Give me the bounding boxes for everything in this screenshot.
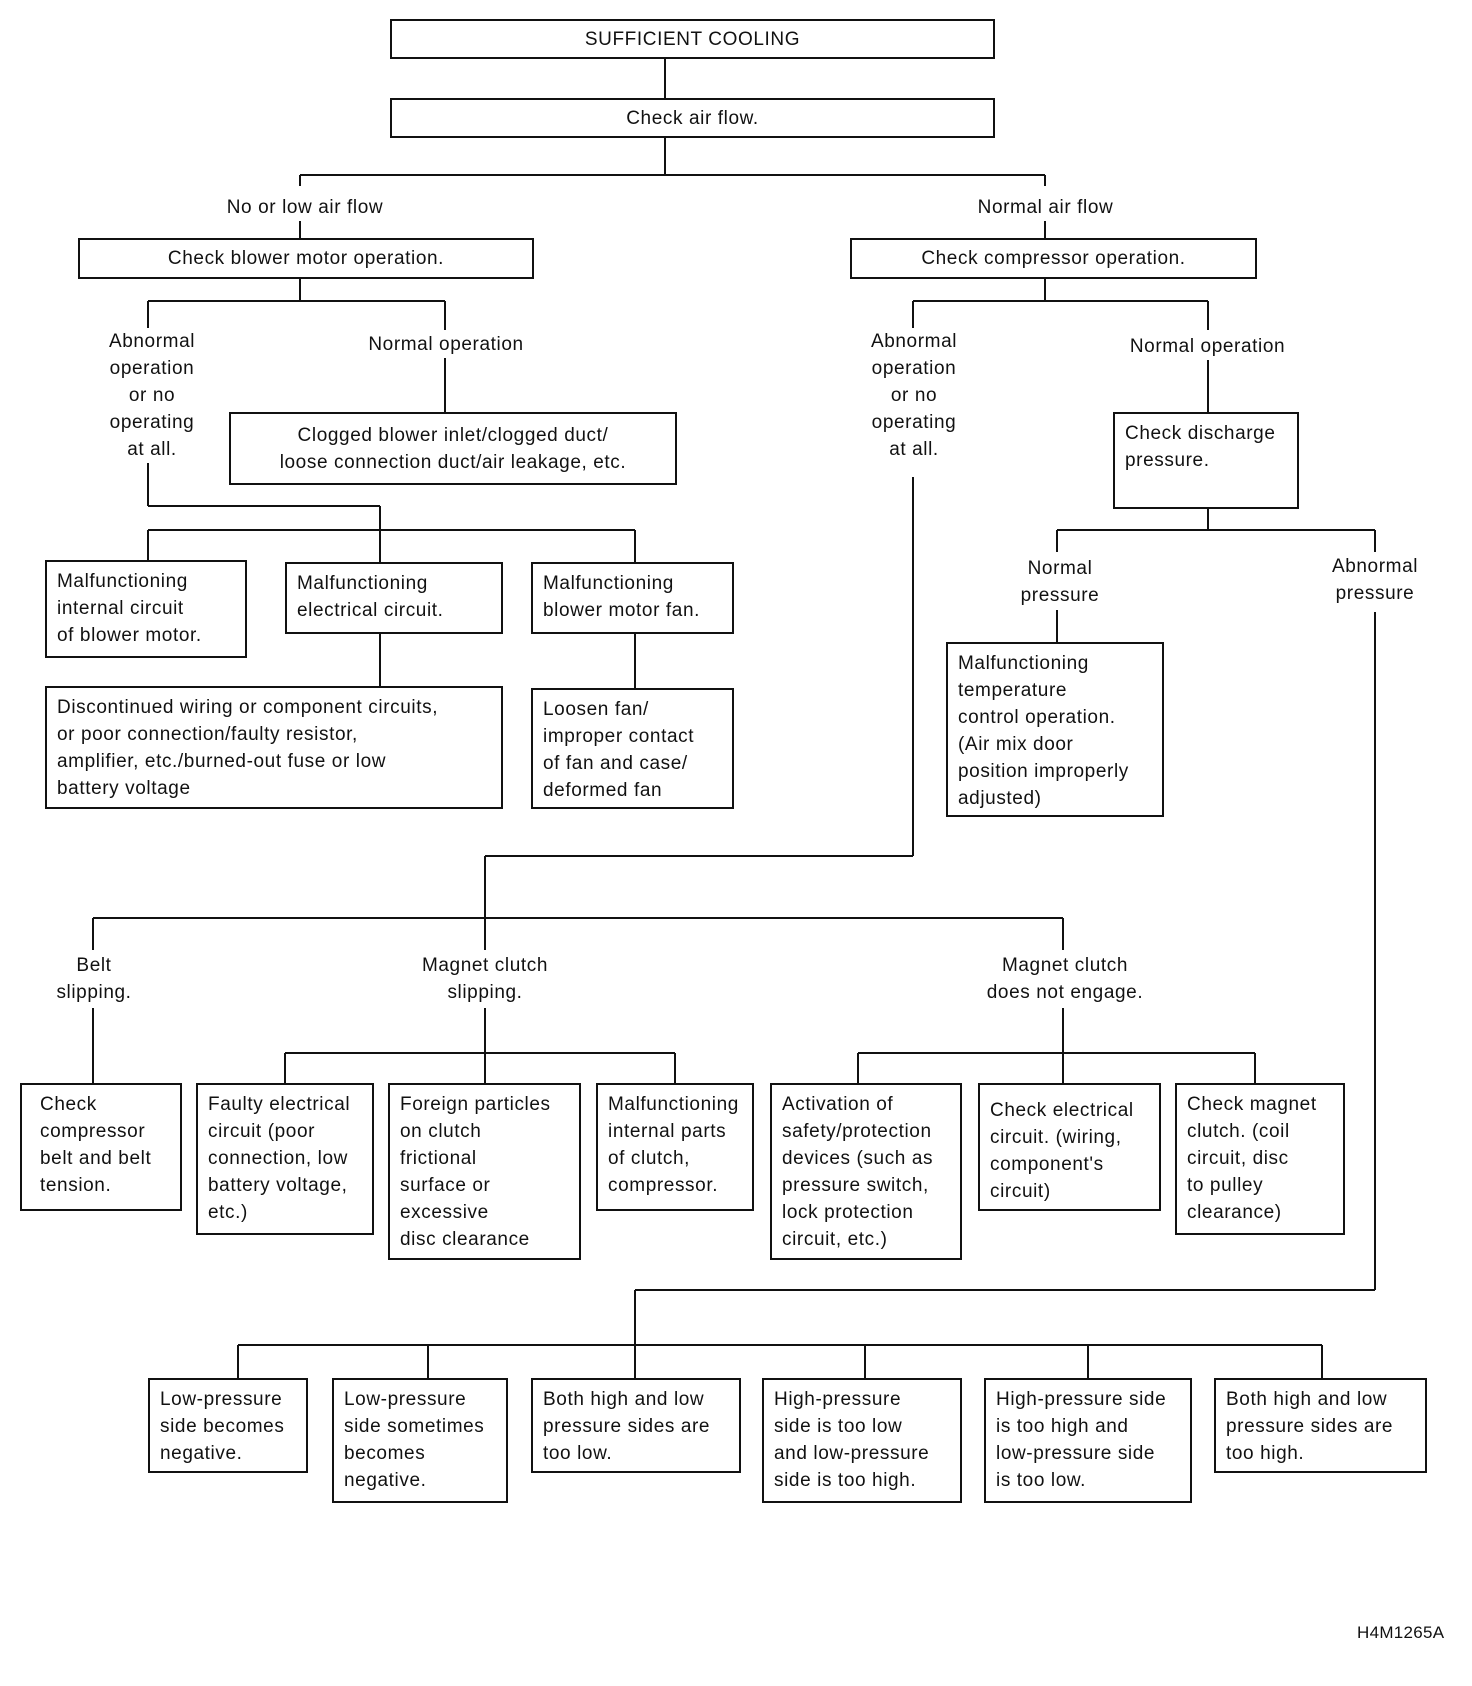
check-compressor-belt-box: Check compressor belt and belt tension. xyxy=(20,1083,182,1211)
malfunctioning-internal-parts-box: Malfunctioning internal parts of clutch,… xyxy=(596,1083,754,1211)
high-high-low-low-box: High-pressure side is too high and low-p… xyxy=(984,1378,1192,1503)
foreign-particles-box: Foreign particles on clutch frictional s… xyxy=(388,1083,581,1260)
discontinued-wiring-box: Discontinued wiring or component circuit… xyxy=(45,686,503,809)
malfunctioning-electrical-circuit-box: Malfunctioning electrical circuit. xyxy=(285,562,503,634)
check-blower-motor-box: Check blower motor operation. xyxy=(78,238,534,279)
check-discharge-pressure-box: Check discharge pressure. xyxy=(1113,412,1299,509)
normal-pressure-label: Normal pressure xyxy=(1005,555,1115,609)
malfunctioning-internal-circuit-box: Malfunctioning internal circuit of blowe… xyxy=(45,560,247,658)
sufficient-cooling-box: SUFFICIENT COOLING xyxy=(390,19,995,59)
both-sides-too-low-box: Both high and low pressure sides are too… xyxy=(531,1378,741,1473)
check-compressor-operation-box: Check compressor operation. xyxy=(850,238,1257,279)
low-pressure-sometimes-negative-box: Low-pressure side sometimes becomes nega… xyxy=(332,1378,508,1503)
compressor-abnormal-operation-label: Abnormal operation or no operating at al… xyxy=(860,328,968,463)
high-low-low-high-box: High-pressure side is too low and low-pr… xyxy=(762,1378,962,1503)
faulty-electrical-circuit-box: Faulty electrical circuit (poor connecti… xyxy=(196,1083,374,1235)
abnormal-pressure-label: Abnormal pressure xyxy=(1320,553,1430,607)
malfunctioning-blower-fan-box: Malfunctioning blower motor fan. xyxy=(531,562,734,634)
blower-abnormal-operation-label: Abnormal operation or no operating at al… xyxy=(98,328,206,463)
loosen-fan-box: Loosen fan/ improper contact of fan and … xyxy=(531,688,734,809)
both-sides-too-high-box: Both high and low pressure sides are too… xyxy=(1214,1378,1427,1473)
check-air-flow-box: Check air flow. xyxy=(390,98,995,138)
low-pressure-negative-box: Low-pressure side becomes negative. xyxy=(148,1378,308,1473)
check-magnet-clutch-box: Check magnet clutch. (coil circuit, disc… xyxy=(1175,1083,1345,1235)
activation-safety-devices-box: Activation of safety/protection devices … xyxy=(770,1083,962,1260)
blower-normal-operation-label: Normal operation xyxy=(356,331,536,358)
compressor-normal-operation-label: Normal operation xyxy=(1115,333,1300,360)
belt-slipping-label: Belt slipping. xyxy=(48,952,140,1006)
figure-code: H4M1265A xyxy=(1357,1623,1445,1642)
temperature-control-box: Malfunctioning temperature control opera… xyxy=(946,642,1164,817)
magnet-clutch-slipping-label: Magnet clutch slipping. xyxy=(405,952,565,1006)
check-electrical-circuit-box: Check electrical circuit. (wiring, compo… xyxy=(978,1083,1161,1211)
normal-air-flow-label: Normal air flow xyxy=(958,194,1133,221)
magnet-clutch-not-engage-label: Magnet clutch does not engage. xyxy=(970,952,1160,1006)
no-or-low-air-flow-label: No or low air flow xyxy=(200,194,410,221)
clogged-blower-inlet-box: Clogged blower inlet/clogged duct/ loose… xyxy=(229,412,677,485)
